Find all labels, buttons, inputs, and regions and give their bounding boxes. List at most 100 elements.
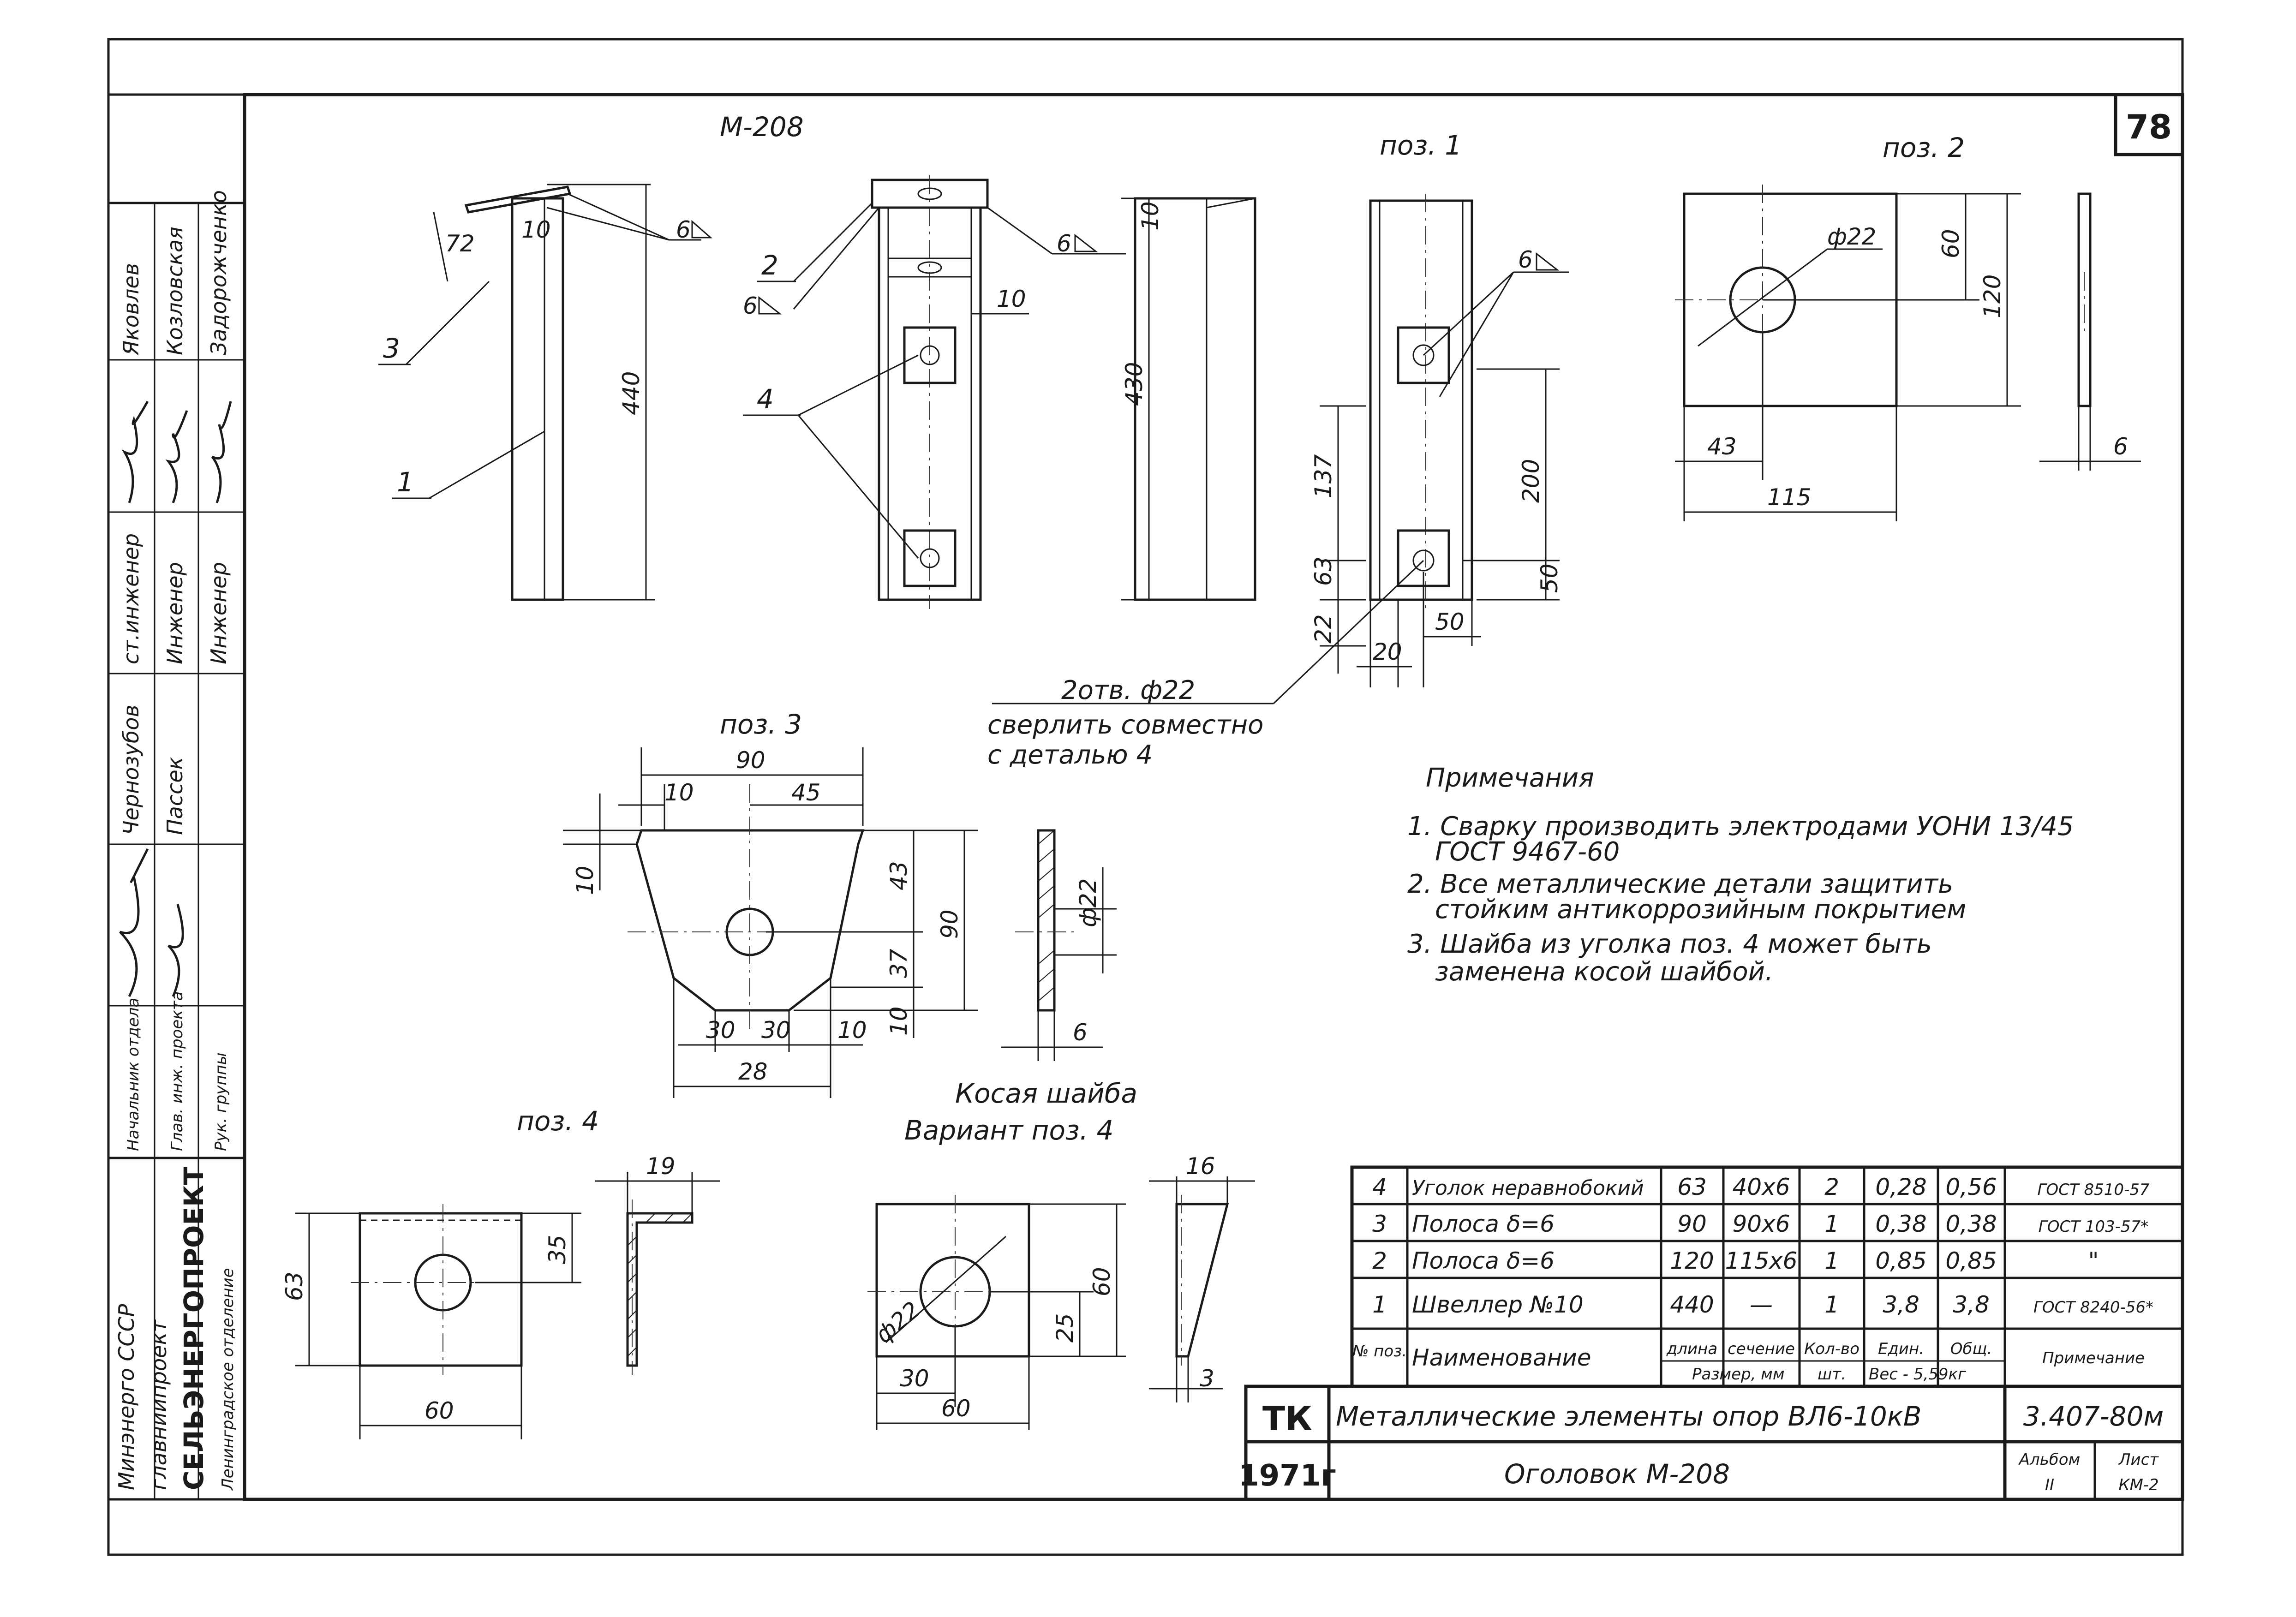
stamp-org-2: главниипроект bbox=[146, 1319, 171, 1490]
dim-10f: 10 bbox=[837, 1017, 867, 1044]
view-poz1: поз. 1 6 137 63 22 200 50 20 50 bbox=[992, 130, 1569, 704]
dim-50b: 50 bbox=[1536, 563, 1563, 593]
view-poz3: поз. 3 90 10 45 10 43 37 10 90 bbox=[563, 709, 1117, 1098]
view-kosaya-shayba: ф22 25 60 30 60 16 3 bbox=[867, 1153, 1255, 1430]
weld-6-c: 6 bbox=[1057, 230, 1071, 257]
hdr-note: Примечание bbox=[2042, 1349, 2145, 1367]
dim-6e: 6 bbox=[2113, 433, 2128, 460]
stamp-org-4: Ленинградское отделение bbox=[219, 1268, 237, 1491]
dim-115: 115 bbox=[1767, 484, 1811, 511]
row1-qty: 1 bbox=[1824, 1291, 1839, 1318]
row3-name: Полоса δ=6 bbox=[1412, 1211, 1555, 1237]
hole-note-2: сверлить совместно bbox=[987, 710, 1263, 740]
dim-50a: 50 bbox=[1435, 609, 1465, 635]
weld-6-a: 6 bbox=[676, 216, 691, 243]
note-line-5: 3. Шайба из уголка поз. 4 может быть bbox=[1407, 929, 1932, 959]
row2-note: " bbox=[2088, 1247, 2099, 1274]
dim-43b: 43 bbox=[885, 861, 912, 890]
dim-90b: 90 bbox=[936, 909, 963, 939]
hdr-n: № поз. bbox=[1351, 1342, 1407, 1360]
row1-sec: — bbox=[1750, 1291, 1773, 1318]
dim-28: 28 bbox=[738, 1058, 768, 1085]
signature-4 bbox=[119, 848, 149, 997]
hole-note-1: 2отв. ф22 bbox=[1061, 675, 1195, 705]
dim-30b: 30 bbox=[761, 1017, 791, 1044]
hdr-qty: Кол-во bbox=[1804, 1340, 1860, 1358]
dim-43a: 43 bbox=[1707, 433, 1737, 460]
row2-qty: 1 bbox=[1824, 1247, 1839, 1274]
dim-60b: 60 bbox=[425, 1397, 454, 1424]
poz3-title: поз. 3 bbox=[720, 709, 802, 740]
dim-19: 19 bbox=[646, 1153, 676, 1180]
dim-6f: 6 bbox=[1073, 1019, 1088, 1046]
row2-sec: 115х6 bbox=[1725, 1247, 1798, 1274]
album-value: II bbox=[2045, 1476, 2054, 1494]
dim-430: 430 bbox=[1121, 362, 1148, 406]
dim-10a: 10 bbox=[521, 216, 551, 243]
title-tk: ТК bbox=[1262, 1399, 1312, 1438]
title-top: Металлические элементы опор ВЛ6-10кВ bbox=[1336, 1401, 1922, 1432]
hdr-name: Наименование bbox=[1412, 1344, 1591, 1371]
signature-3 bbox=[211, 401, 232, 503]
note-line-3: 2. Все металлические детали защитить bbox=[1407, 869, 1953, 899]
notes-block: Примечания 1. Сварку производить электро… bbox=[1407, 763, 2074, 987]
row3-len: 90 bbox=[1677, 1211, 1707, 1237]
row1-n: 1 bbox=[1372, 1291, 1387, 1318]
row1-name: Швеллер №10 bbox=[1412, 1291, 1584, 1318]
album-label: Альбом bbox=[2018, 1450, 2080, 1469]
signature-5 bbox=[167, 904, 184, 997]
hole-note: 2отв. ф22 сверлить совместно с деталью 4 bbox=[987, 675, 1263, 770]
dim-72: 72 bbox=[445, 230, 475, 257]
title-bottom: Оголовок М-208 bbox=[1504, 1458, 1730, 1490]
dim-60d: 60 bbox=[941, 1395, 971, 1422]
kosaya-title-1: Косая шайба bbox=[955, 1078, 1137, 1109]
row1-unit: 3,8 bbox=[1883, 1291, 1919, 1318]
dim-137: 137 bbox=[1310, 454, 1337, 498]
dim-60a: 60 bbox=[1937, 229, 1964, 258]
dim-35: 35 bbox=[544, 1235, 571, 1264]
stamp-name-1: Яковлев bbox=[119, 263, 144, 356]
dim-16: 16 bbox=[1186, 1153, 1215, 1180]
hdr-qty-unit: шт. bbox=[1818, 1365, 1846, 1384]
stamp-role-3: Рук. группы bbox=[212, 1052, 230, 1151]
dim-30a: 30 bbox=[706, 1017, 735, 1044]
hdr-sec: сечение bbox=[1728, 1340, 1795, 1358]
row1-note: ГОСТ 8240-56* bbox=[2033, 1298, 2153, 1317]
view-m208-profile: 430 10 bbox=[1121, 197, 1256, 601]
dim-10c: 10 bbox=[1137, 201, 1164, 231]
label-4: 4 bbox=[757, 383, 774, 415]
dim-30c: 30 bbox=[900, 1365, 929, 1392]
dim-20: 20 bbox=[1373, 638, 1402, 665]
dim-10b: 10 bbox=[997, 286, 1026, 312]
row1-len: 440 bbox=[1670, 1291, 1714, 1318]
view-poz4: поз. 4 63 35 60 19 bbox=[281, 1105, 720, 1439]
spec-table: 4 Уголок неравнобокий 63 40х6 2 0,28 0,5… bbox=[1350, 1165, 2184, 1388]
stamp-position-3: Инженер bbox=[206, 562, 231, 664]
approval-stamp: Яковлев Козловская Задорожченко ст.инжен… bbox=[107, 190, 246, 1501]
stamp-head-name: Чернозубов bbox=[119, 704, 144, 835]
dim-10d: 10 bbox=[664, 779, 694, 806]
note-line-1: 1. Сварку производить электродами УОНИ 1… bbox=[1407, 811, 2074, 841]
outer-frame bbox=[107, 38, 2184, 1556]
row4-unit: 0,28 bbox=[1875, 1174, 1926, 1200]
dim-phi22-b: ф22 bbox=[1075, 878, 1101, 927]
weld-6-d: 6 bbox=[1518, 246, 1533, 273]
notes-title: Примечания bbox=[1426, 763, 1594, 793]
note-line-2: ГОСТ 9467-60 bbox=[1435, 837, 1620, 867]
stamp-org-3: СЕЛЬЭНЕРГОПРОЕКТ bbox=[178, 1167, 209, 1490]
signature-1 bbox=[121, 400, 149, 503]
title-block: ТК 1971г Металлические элементы опор ВЛ6… bbox=[1238, 1384, 2184, 1501]
dim-phi22-c: ф22 bbox=[870, 1296, 925, 1348]
row4-name: Уголок неравнобокий bbox=[1412, 1176, 1644, 1200]
note-line-6: заменена косой шайбой. bbox=[1435, 957, 1773, 987]
dim-63a: 63 bbox=[1310, 556, 1337, 586]
sheet-number-box: 78 bbox=[2114, 93, 2184, 156]
dim-25: 25 bbox=[1052, 1313, 1078, 1343]
row3-n: 3 bbox=[1372, 1211, 1387, 1237]
row2-n: 2 bbox=[1372, 1247, 1387, 1274]
sheet-number: 78 bbox=[2126, 107, 2172, 146]
row3-qty: 1 bbox=[1824, 1211, 1839, 1237]
weld-6-b: 6 bbox=[743, 292, 758, 319]
stamp-name-2: Козловская bbox=[162, 227, 187, 355]
